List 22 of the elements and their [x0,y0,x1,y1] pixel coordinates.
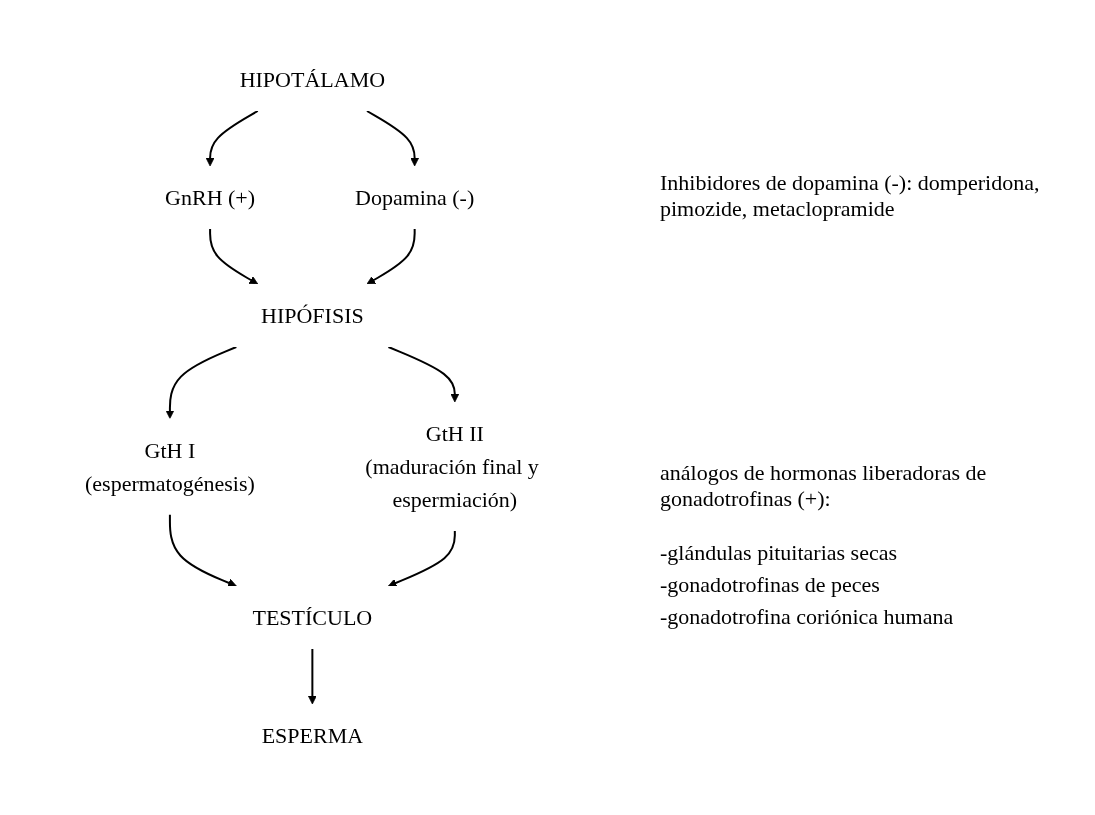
arrow [366,228,416,285]
node-text: ESPERMA [261,723,364,748]
node-text: HIPÓFISIS [261,303,364,328]
node-text: GtH I (espermatogénesis) [85,437,255,496]
note-text: Inhibidores de dopamina (-): domperidona, pimozide, metaclopramide [660,170,1041,223]
arrow [169,513,237,588]
arrow [388,530,456,588]
list-item: -glándulas pituitarias secas [660,540,899,567]
node-text: TESTÍCULO [252,605,373,630]
arrow [205,110,259,167]
arrow [366,110,420,167]
node-text: HIPOTÁLAMO [239,67,386,92]
arrow [387,346,460,403]
node-text: GtH II (maduración final y espermiación) [365,421,539,512]
arrow [165,346,238,419]
node-text: GnRH (+) [165,185,256,210]
arrow [308,648,317,705]
arrow [209,228,259,285]
note-heading: análogos de hormonas liberadoras de gonadotrofinas (+): [660,460,988,513]
node-text: Dopamina (-) [355,185,475,210]
list-item: -gonadotrofina coriónica humana [660,604,955,631]
list-item: -gonadotrofinas de peces [660,572,881,599]
